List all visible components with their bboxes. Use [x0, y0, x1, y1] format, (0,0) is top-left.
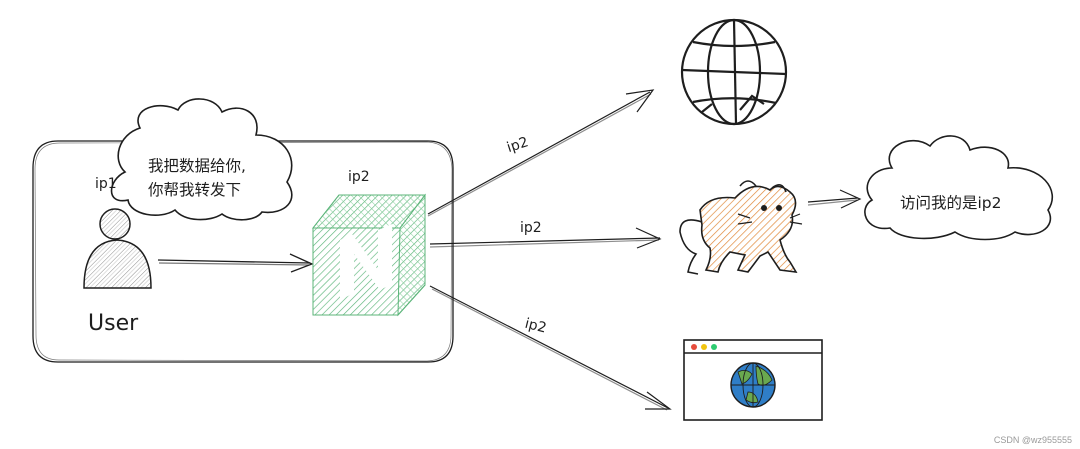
ip2-arrow-bottom-label: ip2: [523, 316, 548, 337]
client-box: [32, 140, 454, 363]
server-response-bubble: 访问我的是ip2: [864, 135, 1054, 241]
watermark: CSDN @wz955555: [993, 435, 1072, 445]
tomcat-icon: [679, 180, 803, 275]
browser-globe-icon: [730, 362, 776, 408]
arrow-proxy-to-server: [429, 227, 662, 249]
ip2-proxy-label: ip2: [348, 169, 370, 185]
user-icon: [83, 208, 152, 289]
ip2-arrow-top-label: ip2: [505, 134, 531, 156]
user-speech-bubble: 我把数据给你, 你帮我转发下: [110, 98, 293, 221]
ip1-label: ip1: [95, 176, 117, 192]
ip2-arrow-mid-label: ip2: [520, 220, 542, 236]
user-label: User: [88, 311, 139, 336]
arrow-proxy-to-browser: [429, 285, 672, 411]
bubble-text-line1: 我把数据给你,: [148, 157, 246, 175]
bubble-text-line2: 你帮我转发下: [148, 181, 241, 199]
browser-close-dot: [691, 344, 697, 350]
nginx-cube-icon: [311, 193, 427, 317]
arrow-user-to-proxy: [157, 253, 314, 273]
arrow-proxy-to-web: [427, 89, 655, 217]
response-text: 访问我的是ip2: [900, 194, 1002, 212]
browser-maximize-dot: [711, 344, 717, 350]
browser-window-icon: [683, 339, 823, 421]
arrow-server-to-response: [807, 189, 862, 209]
browser-minimize-dot: [701, 344, 707, 350]
globe-icon: [680, 18, 788, 126]
